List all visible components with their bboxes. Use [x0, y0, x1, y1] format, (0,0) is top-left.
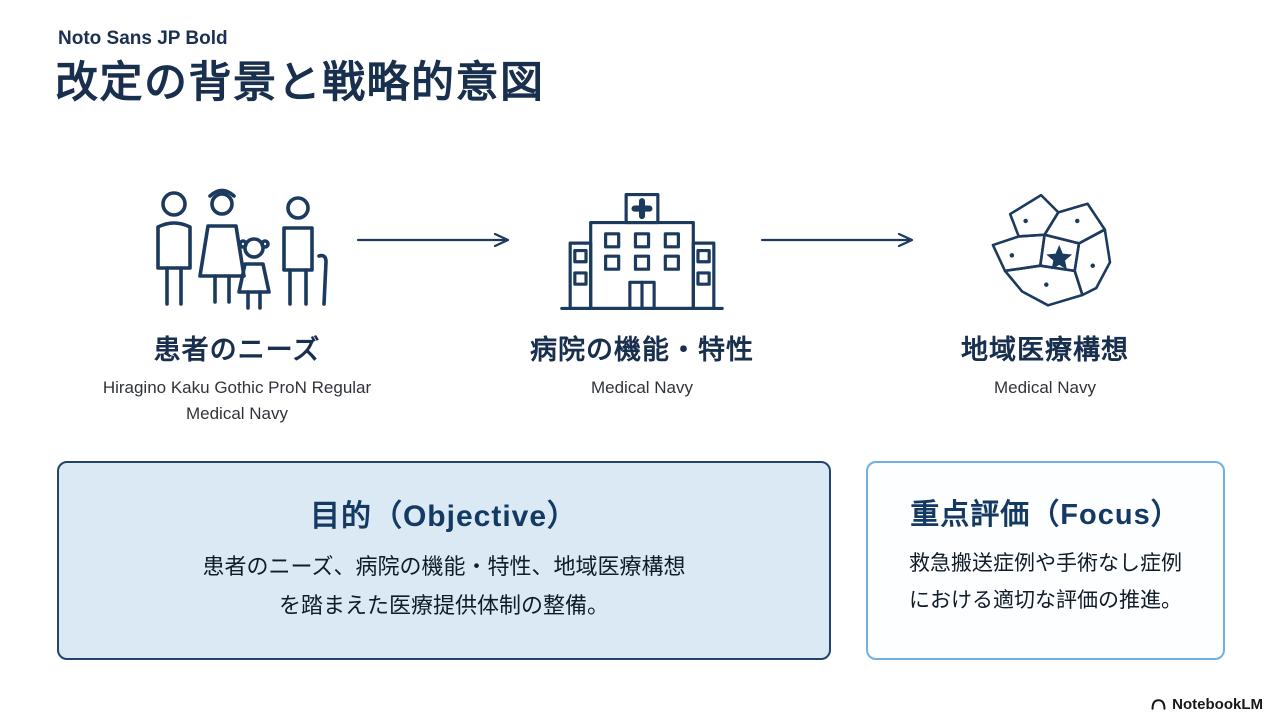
flow-item-regional-plan: 地域医療構想 Medical Navy [880, 162, 1210, 401]
flow-item-patient-needs: 患者のニーズ Hiragino Kaku Gothic ProN Regular… [72, 162, 402, 426]
arrow-right-icon [356, 232, 510, 248]
body-line: 患者のニーズ、病院の機能・特性、地域医療構想 [202, 554, 686, 579]
caption-line: Medical Navy [993, 378, 1097, 397]
region-map-icon-svg [991, 193, 1112, 307]
flow-item-caption: Medical Navy [880, 375, 1210, 401]
region-map-icon [880, 162, 1210, 314]
body-line: 救急搬送症例や手術なし症例 [909, 552, 1182, 575]
font-note-label: Noto Sans JP Bold [58, 28, 228, 49]
flow-item-caption: Hiragino Kaku Gothic ProN Regular Medica… [72, 375, 402, 426]
family-icon-svg [156, 188, 328, 310]
flow-item-label: 地域医療構想 [961, 335, 1129, 365]
flow-item-hospital-function: 病院の機能・特性 Medical Navy [477, 162, 807, 401]
body-line: における適切な評価の推進。 [909, 588, 1182, 612]
body-line: を踏まえた医療提供体制の整備。 [278, 592, 609, 618]
objective-box-body: 患者のニーズ、病院の機能・特性、地域医療構想 を踏まえた医療提供体制の整備。 [59, 548, 829, 625]
flow-item-label: 患者のニーズ [153, 335, 321, 365]
brand-label: NotebookLM [1172, 696, 1263, 713]
focus-box: 重点評価（Focus） 救急搬送症例や手術なし症例 における適切な評価の推進。 [866, 461, 1225, 660]
hospital-icon-svg [560, 193, 724, 310]
family-icon [72, 162, 402, 314]
notebooklm-icon [1151, 699, 1166, 710]
notebooklm-brand: NotebookLM [1150, 696, 1263, 713]
caption-line: Hiragino Kaku Gothic ProN Regular [102, 378, 372, 397]
arrow-right-icon [760, 232, 914, 248]
objective-box-title: 目的（Objective） [309, 500, 579, 533]
objective-box: 目的（Objective） 患者のニーズ、病院の機能・特性、地域医療構想 を踏ま… [57, 461, 831, 660]
caption-line: Medical Navy [590, 378, 694, 397]
page-title: 改定の背景と戦略的意図 [55, 59, 545, 107]
hospital-icon [477, 162, 807, 314]
focus-box-title: 重点評価（Focus） [910, 499, 1181, 531]
focus-box-body: 救急搬送症例や手術なし症例 における適切な評価の推進。 [868, 546, 1223, 620]
caption-line: Medical Navy [185, 403, 289, 423]
flow-item-label: 病院の機能・特性 [530, 335, 754, 365]
flow-item-caption: Medical Navy [477, 375, 807, 401]
